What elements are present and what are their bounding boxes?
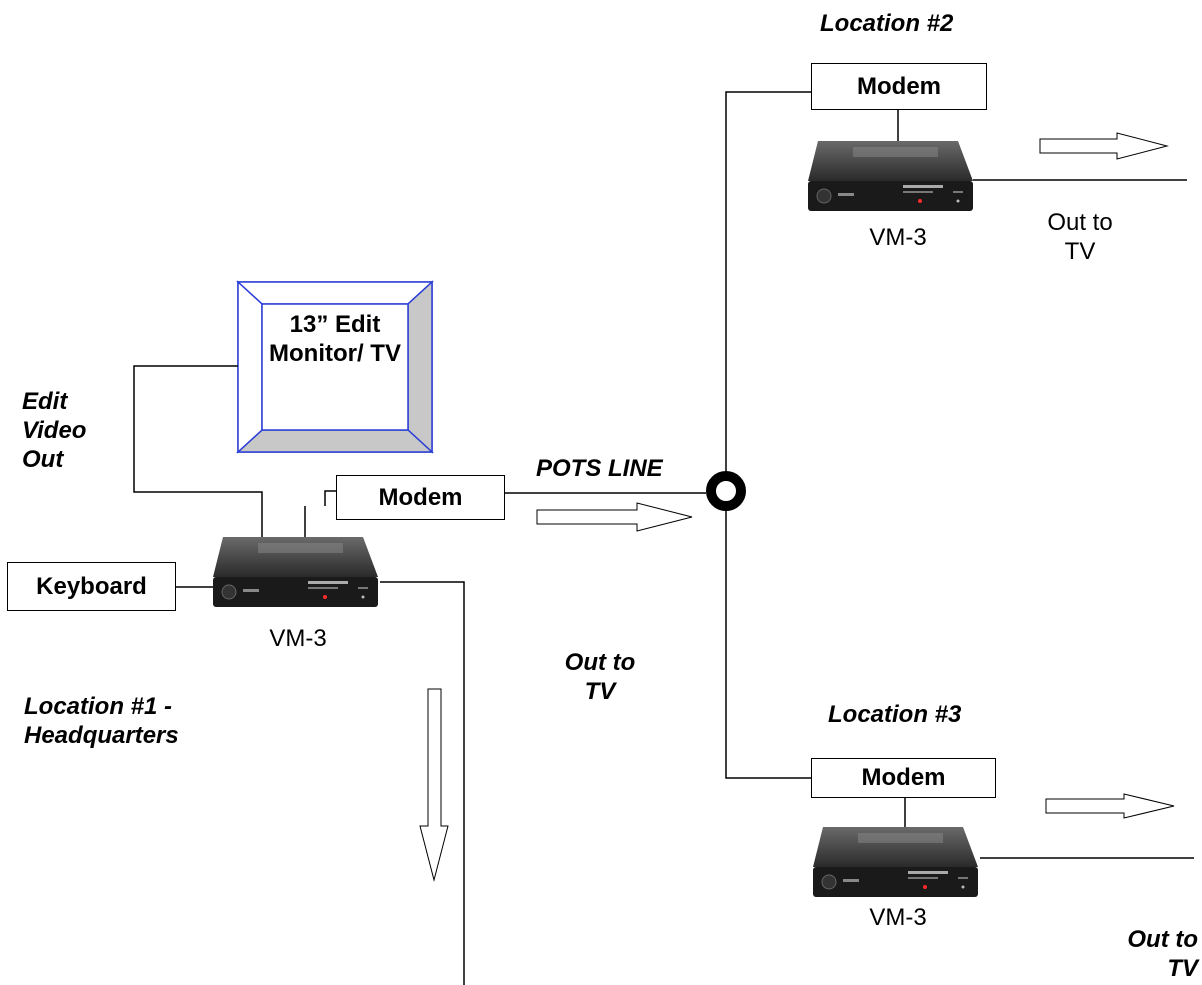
- location-2-label: Location #2: [820, 10, 954, 37]
- arrow-right-icon: [1039, 132, 1169, 160]
- out-to-tv-label-loc3: Out to TV: [1127, 926, 1198, 982]
- vm3-device-loc3: [812, 826, 979, 898]
- vm3-device-loc1: [212, 536, 379, 608]
- device-label-loc3: VM-3: [869, 904, 927, 931]
- monitor-label: 13” Edit Monitor/ TV: [269, 311, 401, 367]
- arrow-down-icon: [419, 688, 449, 882]
- keyboard-box: Keyboard: [7, 562, 176, 611]
- pots-line-label: POTS LINE: [536, 455, 663, 482]
- device-label-loc1: VM-3: [269, 625, 327, 652]
- arrow-right-icon: [1045, 793, 1175, 819]
- location-1-label: Location #1 - Headquarters: [24, 693, 179, 749]
- out-to-tv-label-center: Out to TV: [564, 649, 636, 705]
- connection-lines-loc1: [133, 365, 706, 985]
- out-to-tv-label-loc2: Out to TV: [1047, 209, 1113, 265]
- device-label-loc2: VM-3: [869, 224, 927, 251]
- arrow-right-icon: [536, 502, 693, 532]
- modem-box-loc2: Modem: [811, 63, 987, 110]
- location-3-label: Location #3: [828, 701, 962, 728]
- vm3-device-loc2: [807, 140, 974, 212]
- modem-box-loc3: Modem: [811, 758, 996, 798]
- tv-monitor-shape: [236, 280, 434, 454]
- modem-box-loc1: Modem: [336, 475, 505, 520]
- junction-ring: [706, 471, 746, 511]
- edit-video-out-label: Edit Video Out: [22, 388, 87, 473]
